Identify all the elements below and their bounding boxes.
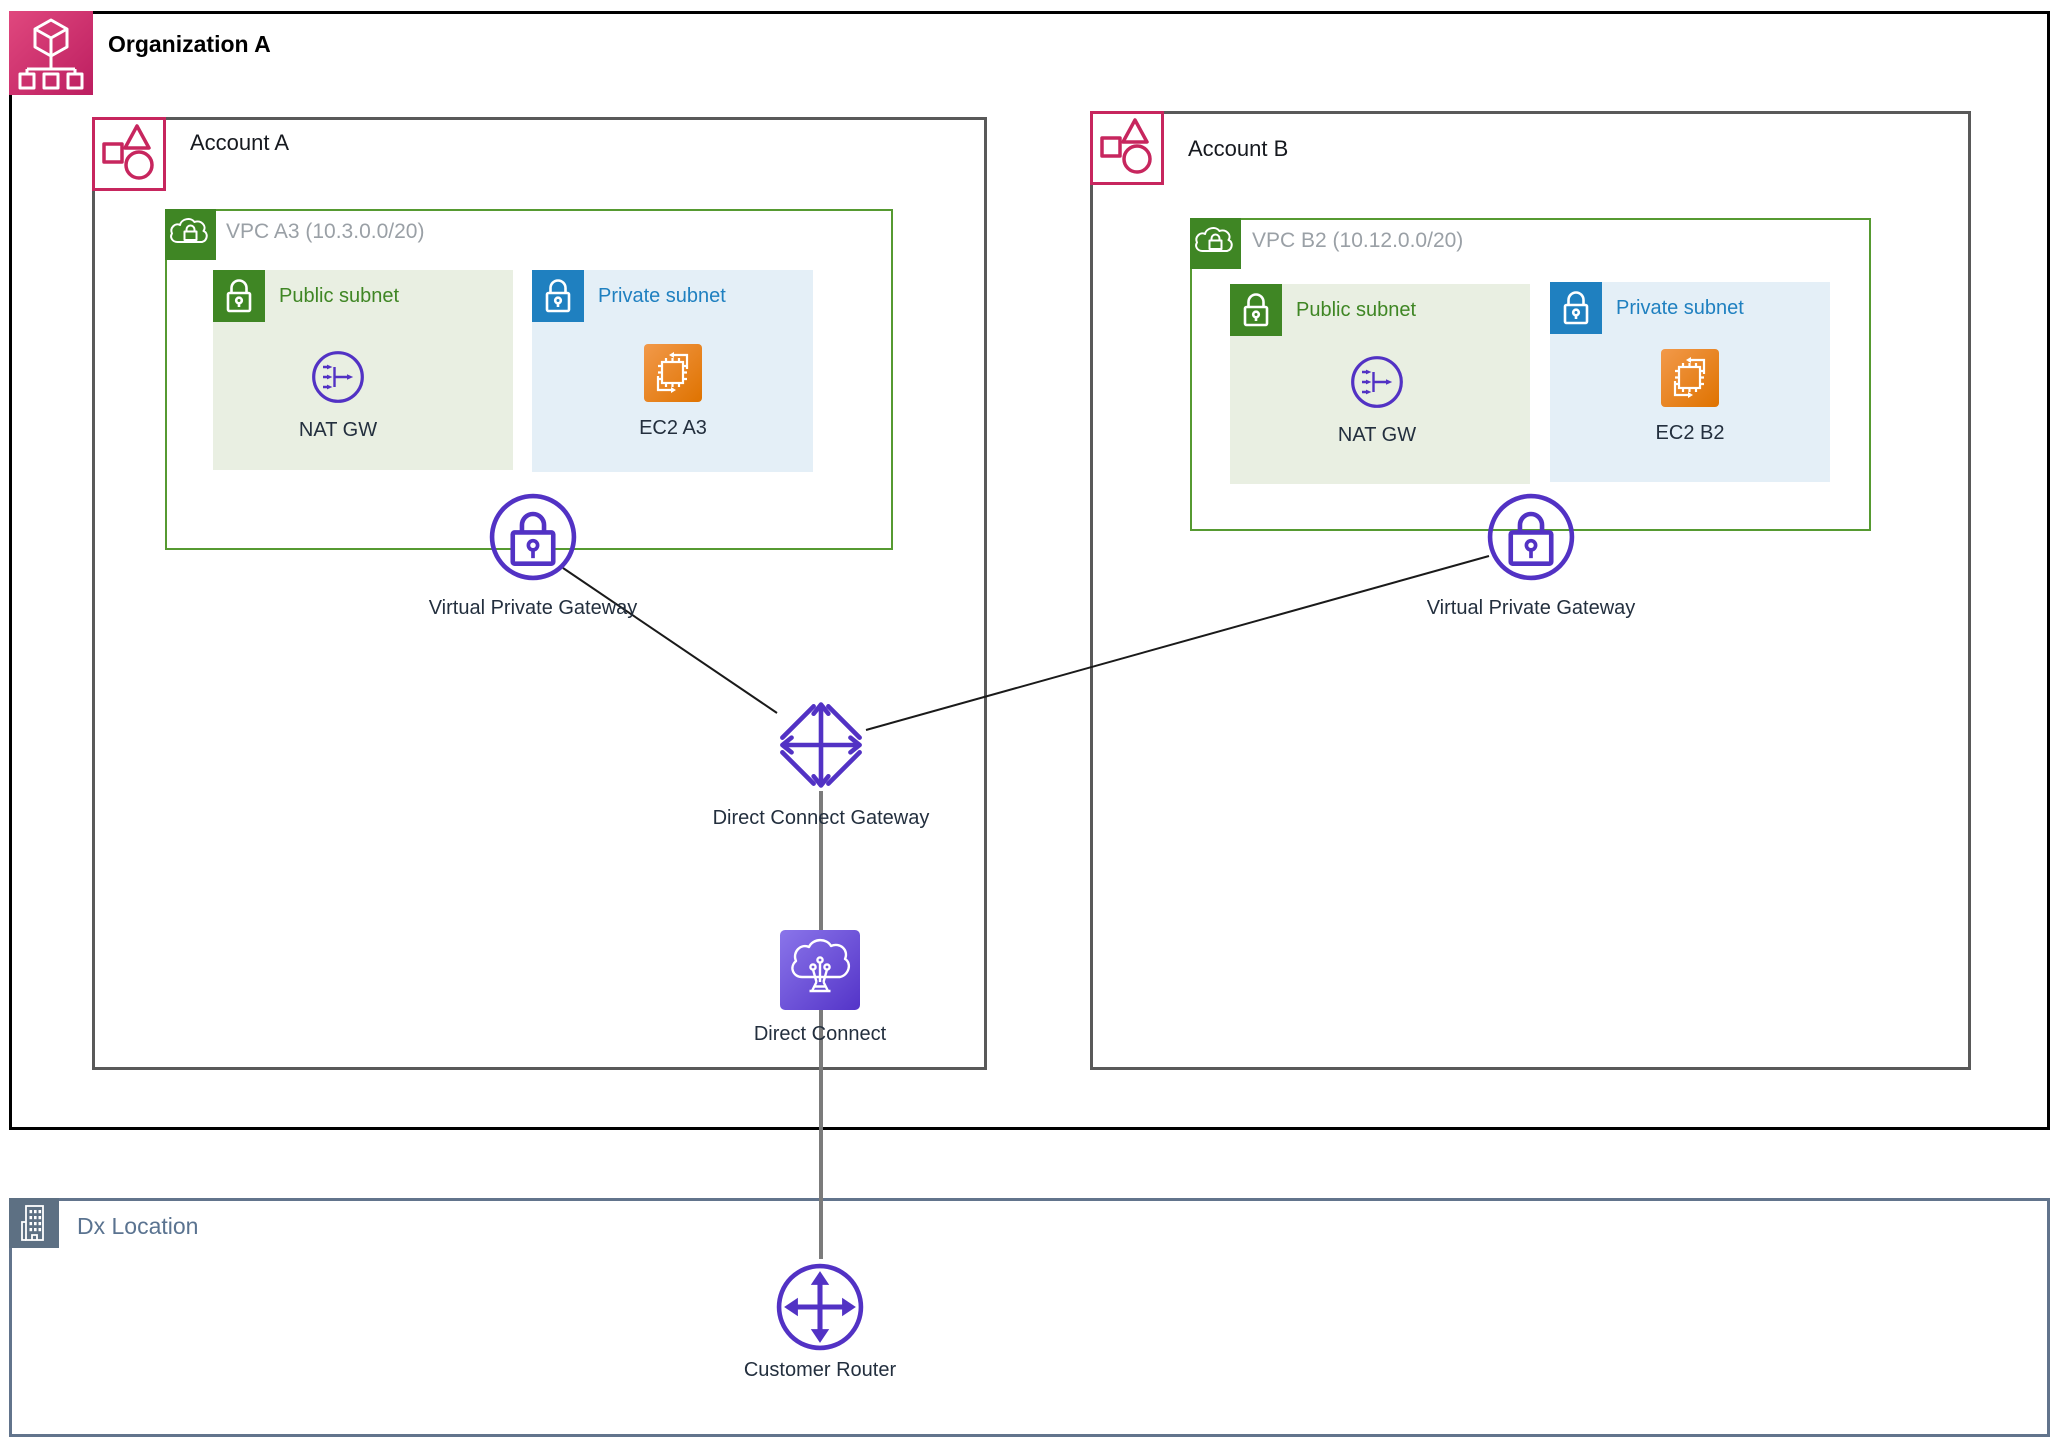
virtual-private-gateway-icon: [1485, 491, 1577, 583]
account-b-label: Account B: [1188, 136, 1289, 161]
nat-gateway-b: NAT GW: [1289, 355, 1465, 447]
virtual-private-gateway-icon: [487, 491, 579, 583]
private-subnet-lock-icon: [532, 270, 584, 322]
vpc-b2-label: VPC B2 (10.12.0.0/20): [1252, 229, 1464, 252]
vpg-a-label: Virtual Private Gateway: [428, 597, 638, 619]
dx-gateway-label: Direct Connect Gateway: [712, 807, 930, 829]
ec2-instance-icon: [644, 344, 702, 402]
nat-gateway-a: NAT GW: [250, 350, 426, 442]
customer-router-label: Customer Router: [743, 1359, 897, 1381]
ec2-b2: EC2 B2: [1602, 349, 1778, 445]
building-icon: [9, 1198, 59, 1248]
ec2-b2-label: EC2 B2: [1655, 422, 1725, 444]
direct-connect-label: Direct Connect: [753, 1023, 887, 1045]
vpg-b-label: Virtual Private Gateway: [1426, 597, 1636, 619]
organization-a-label: Organization A: [108, 31, 271, 57]
ec2-a3-label: EC2 A3: [639, 417, 707, 439]
public-subnet-a-label: Public subnet: [279, 285, 400, 307]
direct-connect-icon: [780, 930, 860, 1010]
dx-location-label: Dx Location: [77, 1213, 199, 1239]
public-subnet-lock-icon: [1230, 284, 1282, 336]
private-subnet-b-label: Private subnet: [1616, 297, 1744, 319]
aws-account-icon: [92, 117, 166, 191]
nat-gateway-b-label: NAT GW: [1337, 424, 1417, 446]
vpc-icon: [165, 209, 216, 260]
public-subnet-lock-icon: [213, 270, 265, 322]
dx-location-frame: [9, 1198, 2050, 1437]
aws-organizations-icon: [9, 11, 93, 95]
private-subnet-lock-icon: [1550, 282, 1602, 334]
ec2-instance-icon: [1661, 349, 1719, 407]
account-a-label: Account A: [190, 130, 290, 155]
private-subnet-a-label: Private subnet: [598, 285, 726, 307]
nat-gateway-a-label: NAT GW: [298, 419, 378, 441]
customer-router-icon: [774, 1261, 866, 1353]
ec2-a3: EC2 A3: [585, 344, 761, 440]
vpc-icon: [1190, 218, 1241, 269]
nat-gateway-icon: [1350, 355, 1404, 409]
public-subnet-b-label: Public subnet: [1296, 299, 1417, 321]
vpc-a3-label: VPC A3 (10.3.0.0/20): [226, 220, 425, 243]
aws-account-icon: [1090, 111, 1164, 185]
organization-a-frame: [9, 11, 2050, 1130]
direct-connect-gateway-icon: [775, 699, 867, 791]
vpc-b2-frame: [1190, 218, 1871, 531]
nat-gateway-icon: [311, 350, 365, 404]
